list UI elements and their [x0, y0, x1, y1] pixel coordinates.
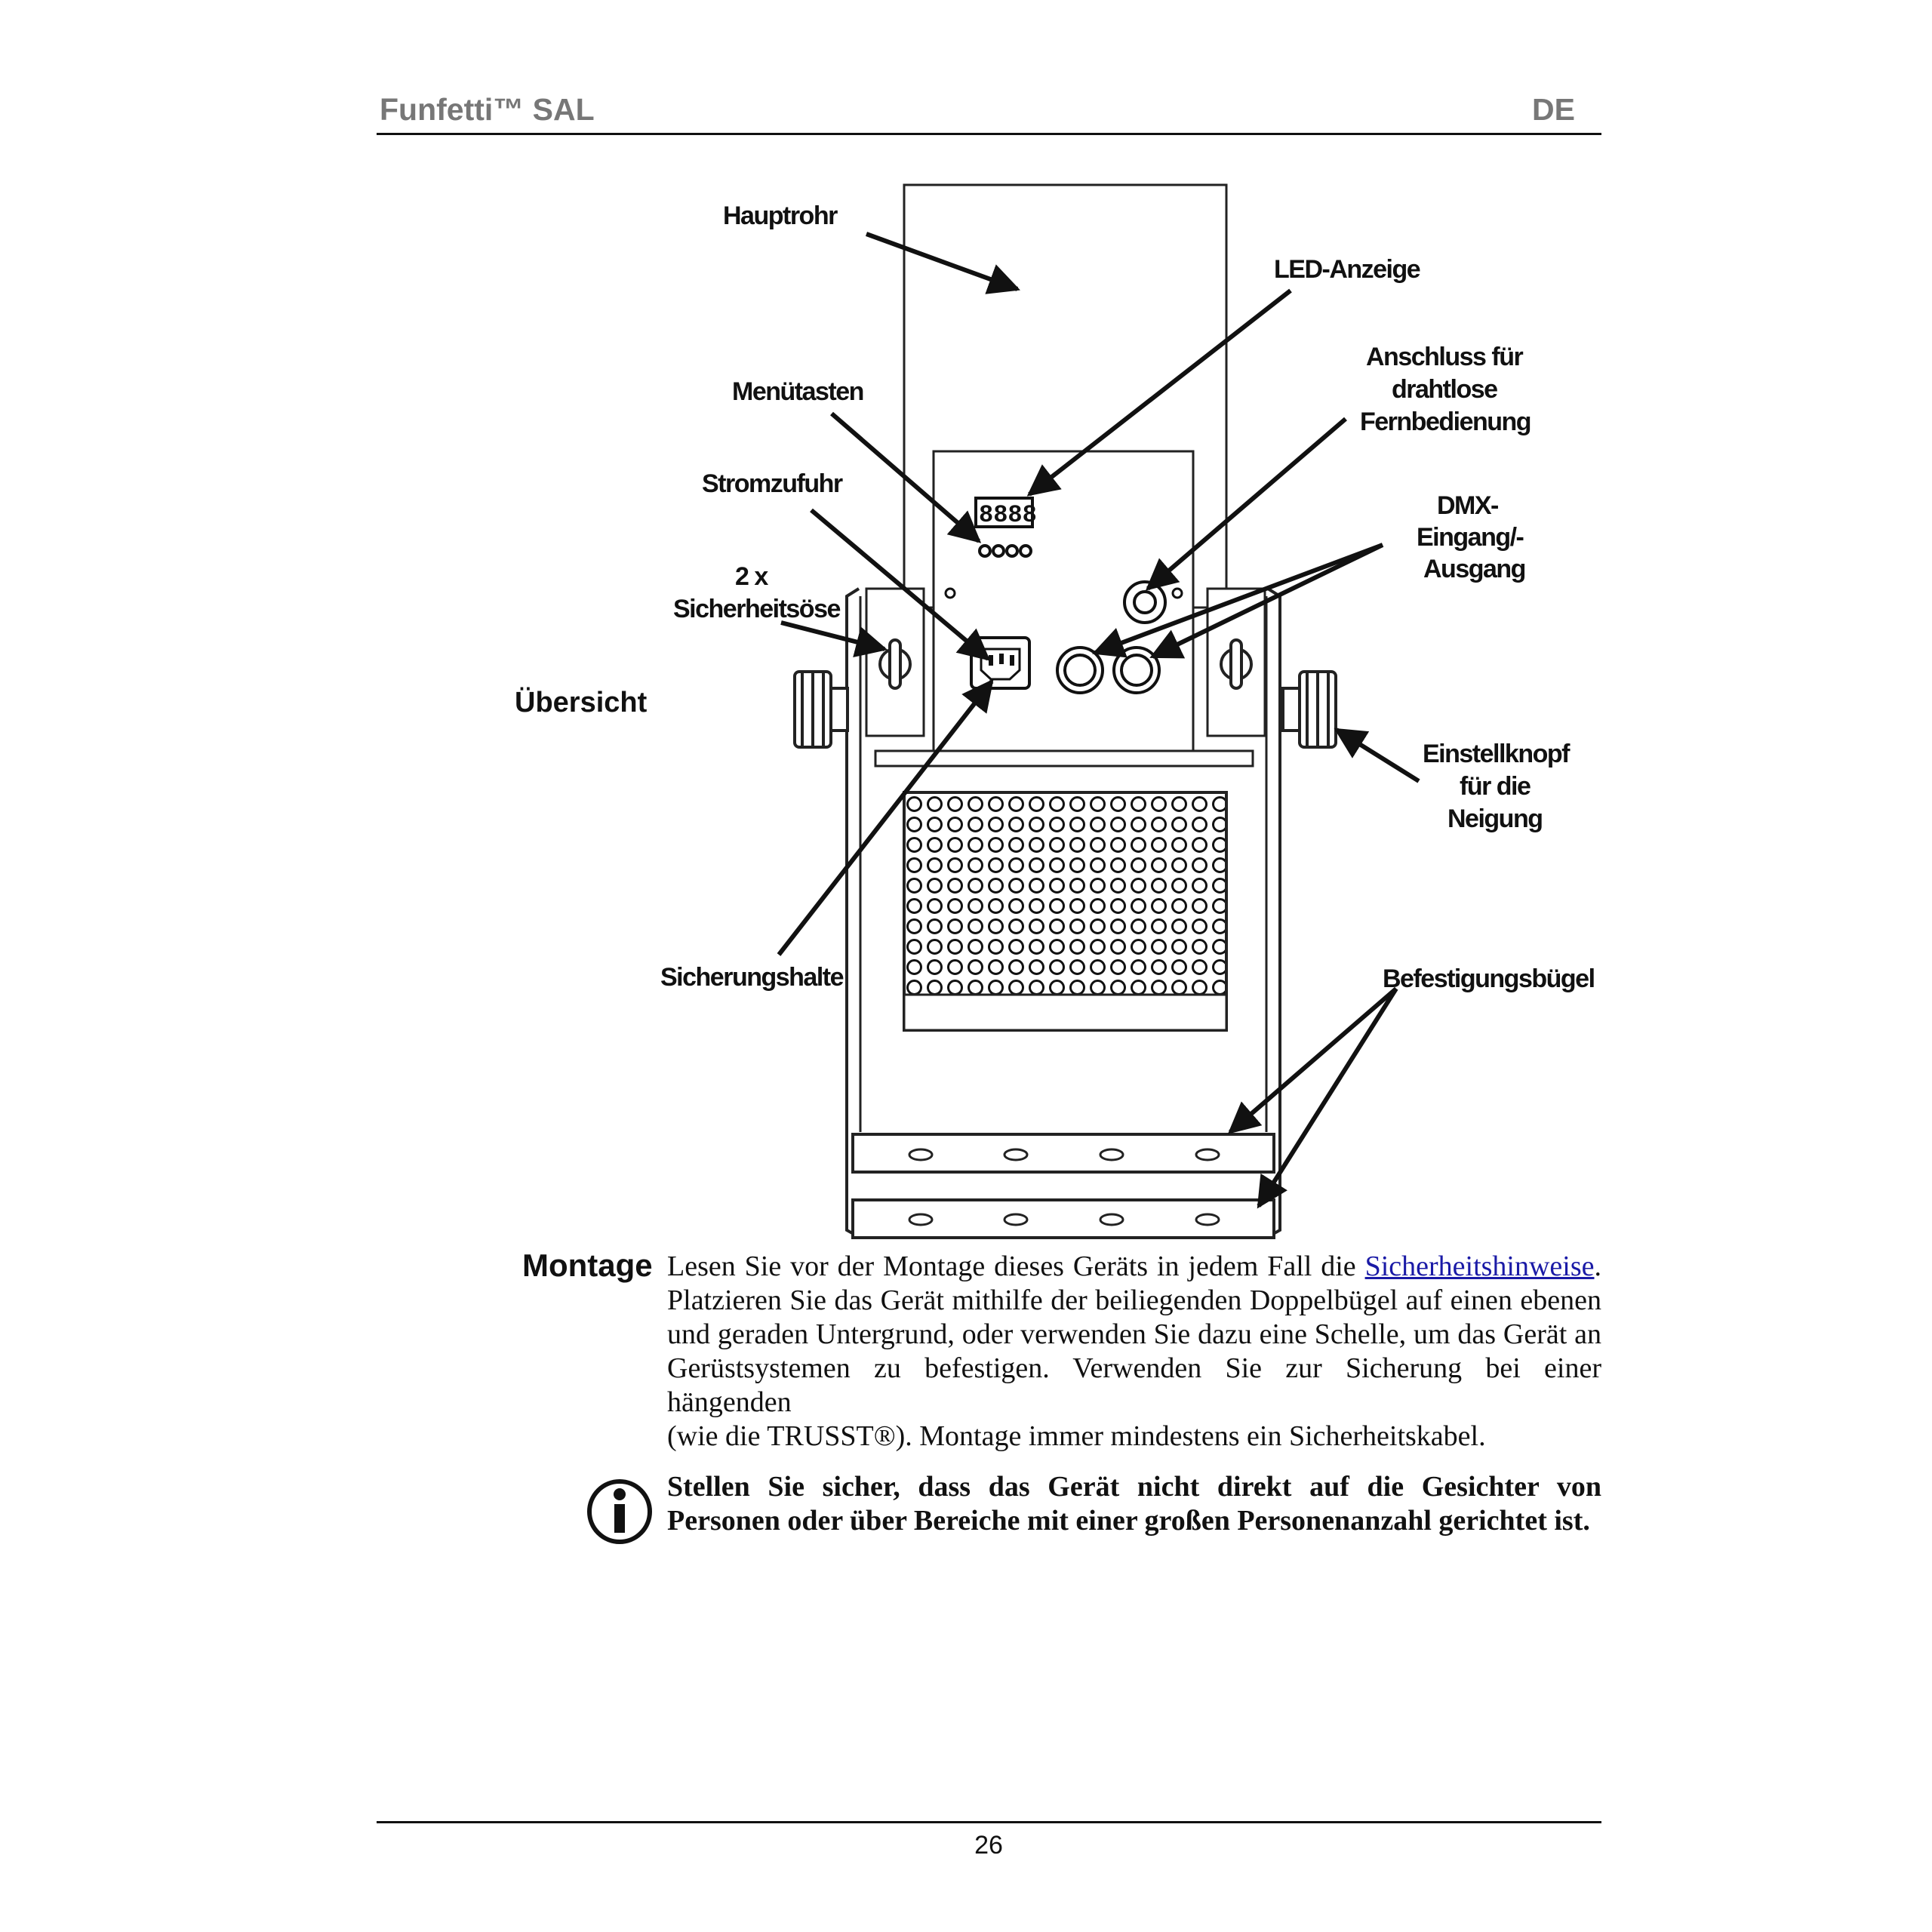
tilt-knob-right	[1281, 670, 1337, 749]
label-dmx-line3: Ausgang	[1423, 555, 1525, 583]
label-brackets: Befestigungsbügel	[1383, 964, 1595, 993]
page-number: 26	[974, 1831, 1003, 1860]
fixture-diagram: 8888	[660, 183, 1595, 1239]
info-icon	[587, 1479, 652, 1544]
tilt-knob-left	[793, 670, 849, 749]
label-led-display: LED-Anzeige	[1274, 255, 1420, 284]
label-wireless-line2: drahtlose	[1392, 375, 1497, 404]
led-display: 8888	[974, 497, 1037, 529]
footer-rule	[377, 1821, 1601, 1823]
label-fuse-holder: Sicherungshalte	[660, 963, 844, 992]
label-tilt-knob-line2: für die	[1460, 772, 1531, 801]
label-dmx-line1: DMX-	[1437, 491, 1498, 520]
label-dmx-line2: Eingang/-	[1417, 523, 1524, 552]
mounting-text-start: Lesen Sie vor der Montage dieses Geräts …	[667, 1251, 1365, 1282]
mounting-text-end: . Platzieren Sie das Gerät mithilfe der …	[667, 1251, 1601, 1418]
header-title: Funfetti™ SAL	[380, 92, 595, 127]
power-inlet	[970, 636, 1031, 690]
header-language: DE	[1532, 92, 1575, 127]
mounting-heading: Montage	[522, 1247, 653, 1283]
mounting-paragraph-last-line: (wie die TRUSST®). Montage immer mindest…	[667, 1420, 1486, 1452]
header-rule	[377, 133, 1601, 135]
label-tilt-knob-line1: Einstellknopf	[1423, 740, 1571, 768]
warning-text: Stellen Sie sicher, dass das Gerät nicht…	[667, 1471, 1601, 1537]
dmx-in-connector	[1056, 646, 1104, 694]
label-power-inlet: Stromzufuhr	[702, 469, 843, 498]
overview-heading: Übersicht	[515, 687, 648, 718]
label-safety-eye-line1: 2 x	[735, 562, 768, 591]
safety-eye-right	[1220, 638, 1253, 690]
label-wireless-line1: Anschluss für	[1366, 343, 1523, 371]
label-safety-eye-line2: Sicherheitsöse	[673, 595, 840, 623]
label-wireless-line3: Fernbedienung	[1360, 408, 1531, 436]
label-menu-buttons: Menütasten	[732, 377, 863, 406]
led-head	[903, 791, 1228, 1032]
safety-notes-link[interactable]: Sicherheitshinweise	[1364, 1251, 1595, 1282]
led-display-digits: 8888	[979, 501, 1037, 529]
mounting-paragraph: Lesen Sie vor der Montage dieses Geräts …	[667, 1250, 1601, 1420]
label-main-tube: Hauptrohr	[723, 202, 838, 230]
wireless-port	[1123, 580, 1167, 624]
label-tilt-knob-line3: Neigung	[1447, 804, 1542, 833]
menu-buttons	[978, 544, 1032, 558]
dmx-out-connector	[1112, 646, 1161, 694]
side-plate-left	[865, 587, 925, 737]
